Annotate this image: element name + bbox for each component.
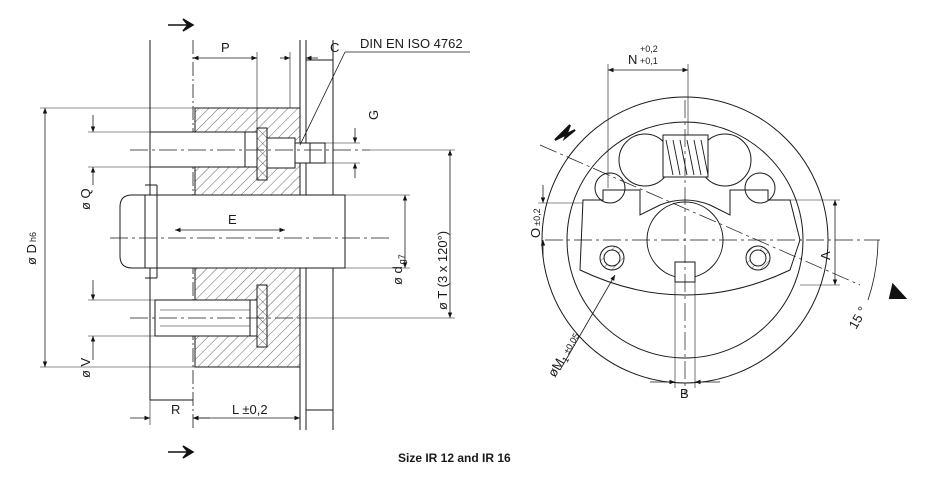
label-O: O±0,2 [528,208,543,238]
svg-text:øM1±0,05: øM1±0,05 [545,329,584,380]
svg-text:+0,1: +0,1 [640,56,658,66]
label-angle-15: 15 ° [846,304,871,332]
label-V: ø V [78,357,93,378]
view-arrow-lower-right [888,282,908,299]
label-G: G [366,110,381,120]
label-M1: øM1±0,05 [545,329,584,380]
label-din-standard: DIN EN ISO 4762 [360,36,463,51]
label-R: R [171,402,180,417]
label-Q: ø Q [78,188,93,210]
right-front-view [538,64,880,395]
label-C: C [330,40,339,55]
left-section-view [40,40,470,430]
svg-text:ø dg7: ø dg7 [390,254,407,285]
label-A: A [818,251,833,260]
label-T: ø T (3 x 120°) [435,231,450,310]
svg-text:+0,2: +0,2 [640,44,658,54]
section-arrow-bottom [168,445,195,459]
svg-text:O±0,2: O±0,2 [528,208,543,238]
view-arrow-upper-left [554,124,576,142]
drawing-caption: Size IR 12 and IR 16 [398,451,511,465]
section-arrow-top [168,18,195,32]
svg-text:ø Dh6: ø Dh6 [24,232,39,265]
label-B: B [680,386,689,401]
label-L: L ±0,2 [232,402,268,417]
svg-text:N: N [628,52,637,67]
label-D: ø Dh6 [24,232,39,265]
label-N: N +0,2 +0,1 [628,44,658,67]
label-E: E [228,212,237,227]
label-P: P [221,40,230,55]
label-d: ø dg7 [390,254,407,285]
